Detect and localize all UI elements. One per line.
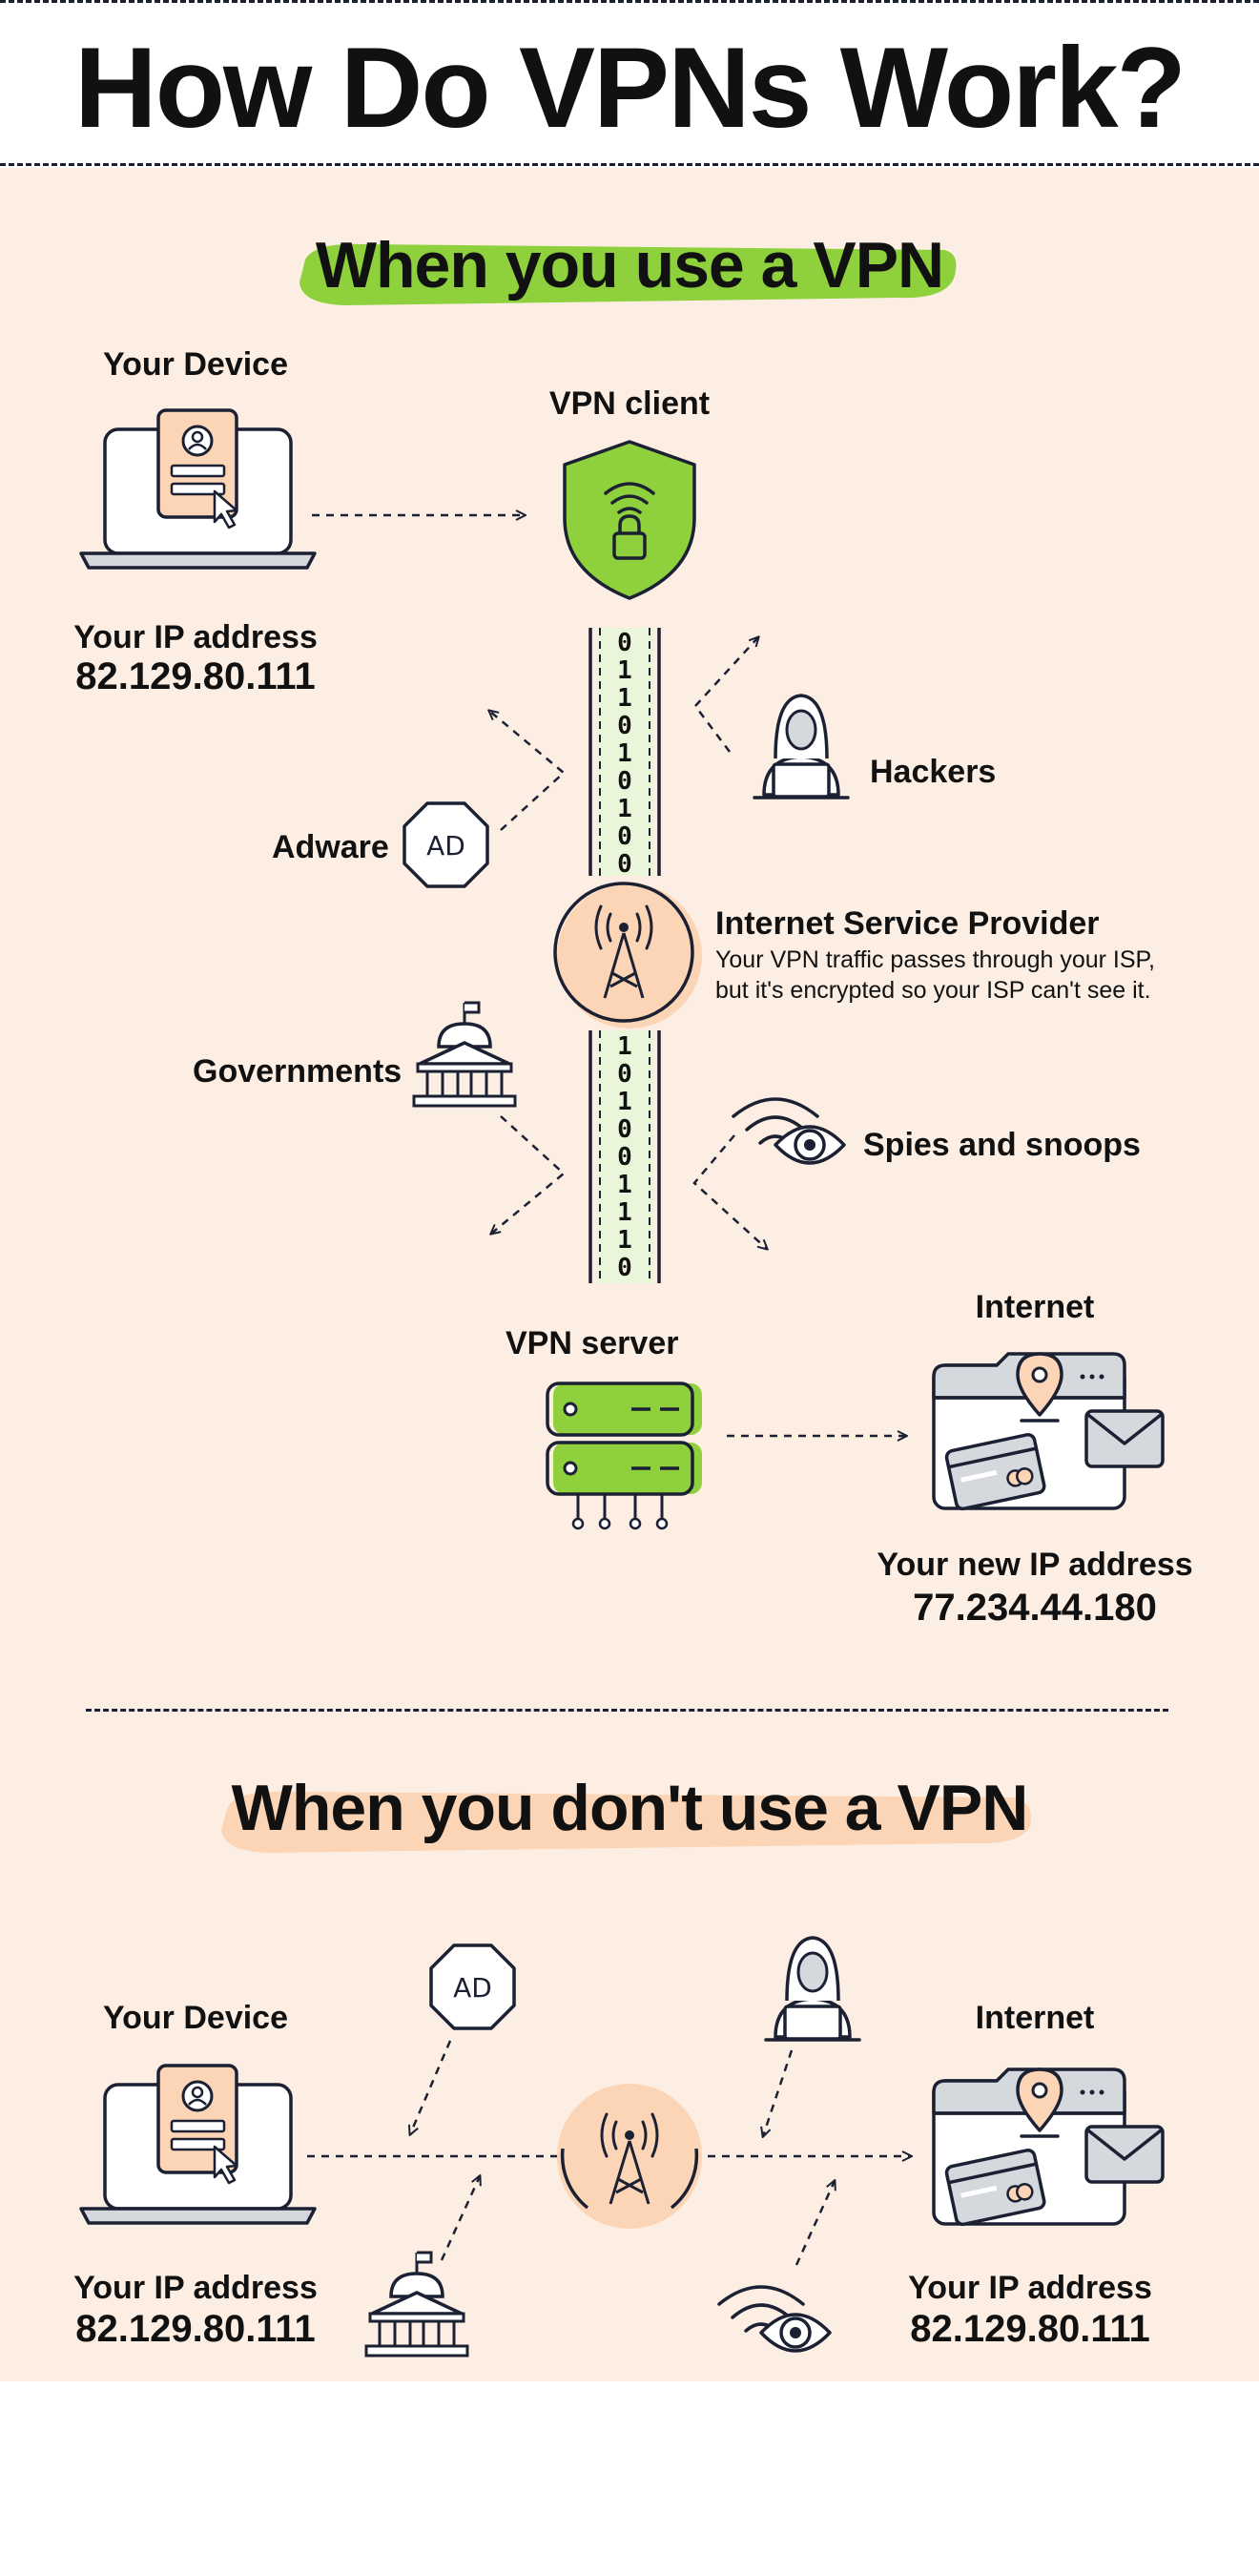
new-ip-value: 77.234.44.180 [913,1587,1157,1629]
encrypted-tunnel-lower [588,1030,661,1283]
governments-label: Governments [193,1053,402,1090]
wifi-eye-icon [717,2285,832,2353]
without-vpn-highlight [221,1791,1032,1853]
internet-ip-label: Your IP address [908,2270,1152,2306]
encrypted-bits-upper: 011010100 [617,629,632,879]
with-vpn-highlight [299,243,957,305]
title-divider [0,163,1259,166]
government-building-icon [412,1001,517,1108]
new-ip-label: Your new IP address [877,1547,1193,1583]
section-divider [86,1709,1168,1712]
page-title: How Do VPNs Work? [74,24,1187,152]
top-dashed-border [0,0,1259,3]
laptop-icon [79,408,317,570]
arrow-icon [795,2175,844,2266]
internet-ip-value: 82.129.80.111 [910,2308,1150,2350]
arrow-icon [693,630,768,753]
vpn-server-label: VPN server [506,1325,679,1361]
adware-badge-text: AD [453,1972,492,2004]
arrow-icon [401,2040,452,2142]
internet-label: Internet [975,2000,1095,2036]
internet-browser-icon [932,2067,1165,2227]
arrow-icon [312,506,534,525]
with-vpn-heading: When you use a VPN [315,229,944,301]
arrow-icon [692,1134,779,1255]
arrow-icon [727,1426,916,1445]
device-ip-value: 82.129.80.111 [75,2308,316,2350]
shield-wifi-lock-icon [563,440,696,600]
arrow-icon [753,2049,794,2142]
isp-description-line-1: Your VPN traffic passes through your ISP… [715,946,1155,973]
adware-badge-text: AD [426,830,465,862]
adware-label: Adware [272,829,389,865]
device-ip-value: 82.129.80.111 [75,655,316,697]
device-ip-label: Your IP address [73,2270,318,2306]
radio-tower-icon [557,2084,702,2229]
arrow-icon [440,2171,491,2261]
encrypted-tunnel-upper [588,628,661,876]
isp-description-line-2: but it's encrypted so your ISP can't see… [715,977,1151,1004]
arrow-icon [482,706,566,831]
device-ip-label: Your IP address [73,619,318,655]
arrow-icon [482,1115,566,1240]
encrypted-bits-lower: 101001110 [617,1032,632,1282]
device-label: Your Device [102,2000,288,2036]
spies-label: Spies and snoops [863,1127,1141,1163]
server-icon [546,1381,702,1530]
device-label: Your Device [102,346,288,383]
laptop-icon [79,2064,317,2225]
vpn-client-label: VPN client [548,385,711,422]
wifi-eye-icon [732,1097,846,1165]
internet-label: Internet [975,1289,1095,1325]
isp-label: Internet Service Provider [715,905,1100,942]
internet-browser-icon [932,1352,1165,1511]
hacker-icon [764,1936,861,2042]
government-building-icon [364,2251,469,2358]
ad-octagon-icon: AD [429,1943,516,2030]
radio-tower-icon [553,882,702,1028]
without-vpn-heading: When you don't use a VPN [231,1772,1029,1844]
hacker-icon [753,694,850,800]
ad-octagon-icon: AD [402,801,489,888]
hackers-label: Hackers [870,754,997,790]
